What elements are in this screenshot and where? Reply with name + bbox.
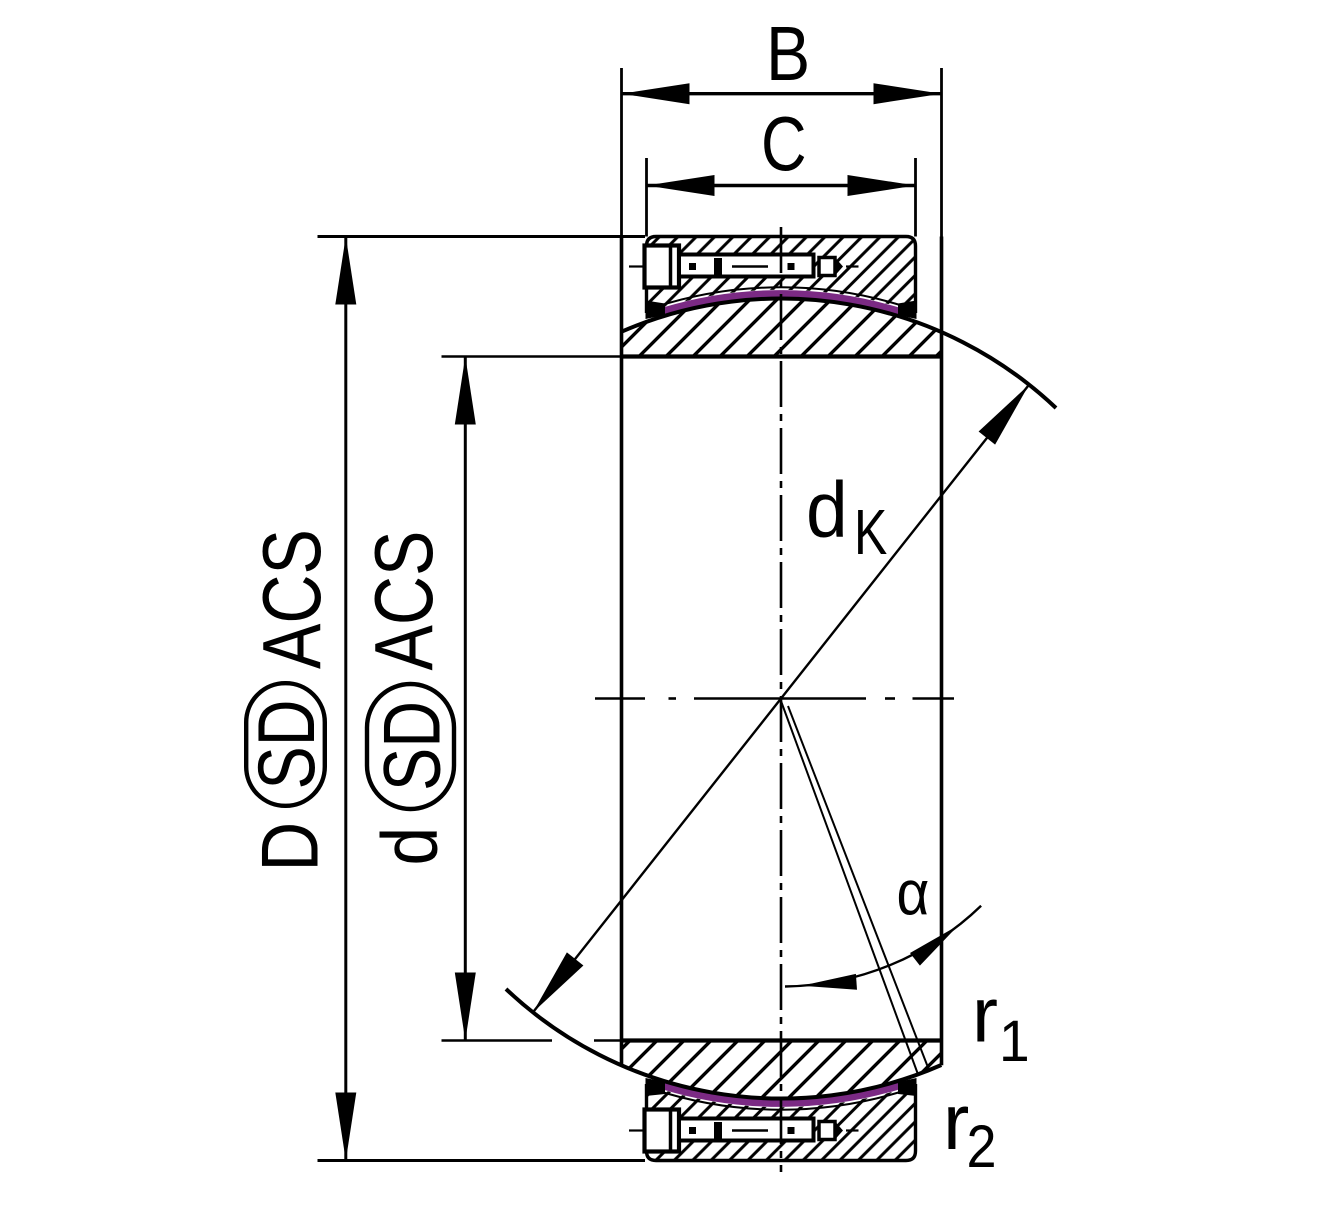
svg-text:d: d: [806, 466, 848, 554]
svg-text:2: 2: [967, 1113, 997, 1180]
svg-text:SD: SD: [367, 701, 458, 791]
svg-text:SD: SD: [241, 699, 332, 789]
svg-text:α: α: [897, 858, 930, 928]
svg-text:r: r: [943, 1077, 969, 1166]
svg-text:B: B: [766, 11, 810, 97]
svg-text:r: r: [972, 971, 998, 1059]
svg-text:ACS: ACS: [358, 531, 451, 671]
svg-text:1: 1: [999, 1009, 1030, 1074]
svg-text:K: K: [854, 497, 887, 568]
svg-text:ACS: ACS: [246, 529, 339, 669]
svg-text:C: C: [761, 101, 807, 187]
svg-text:d: d: [365, 827, 453, 866]
svg-text:D: D: [244, 822, 335, 872]
